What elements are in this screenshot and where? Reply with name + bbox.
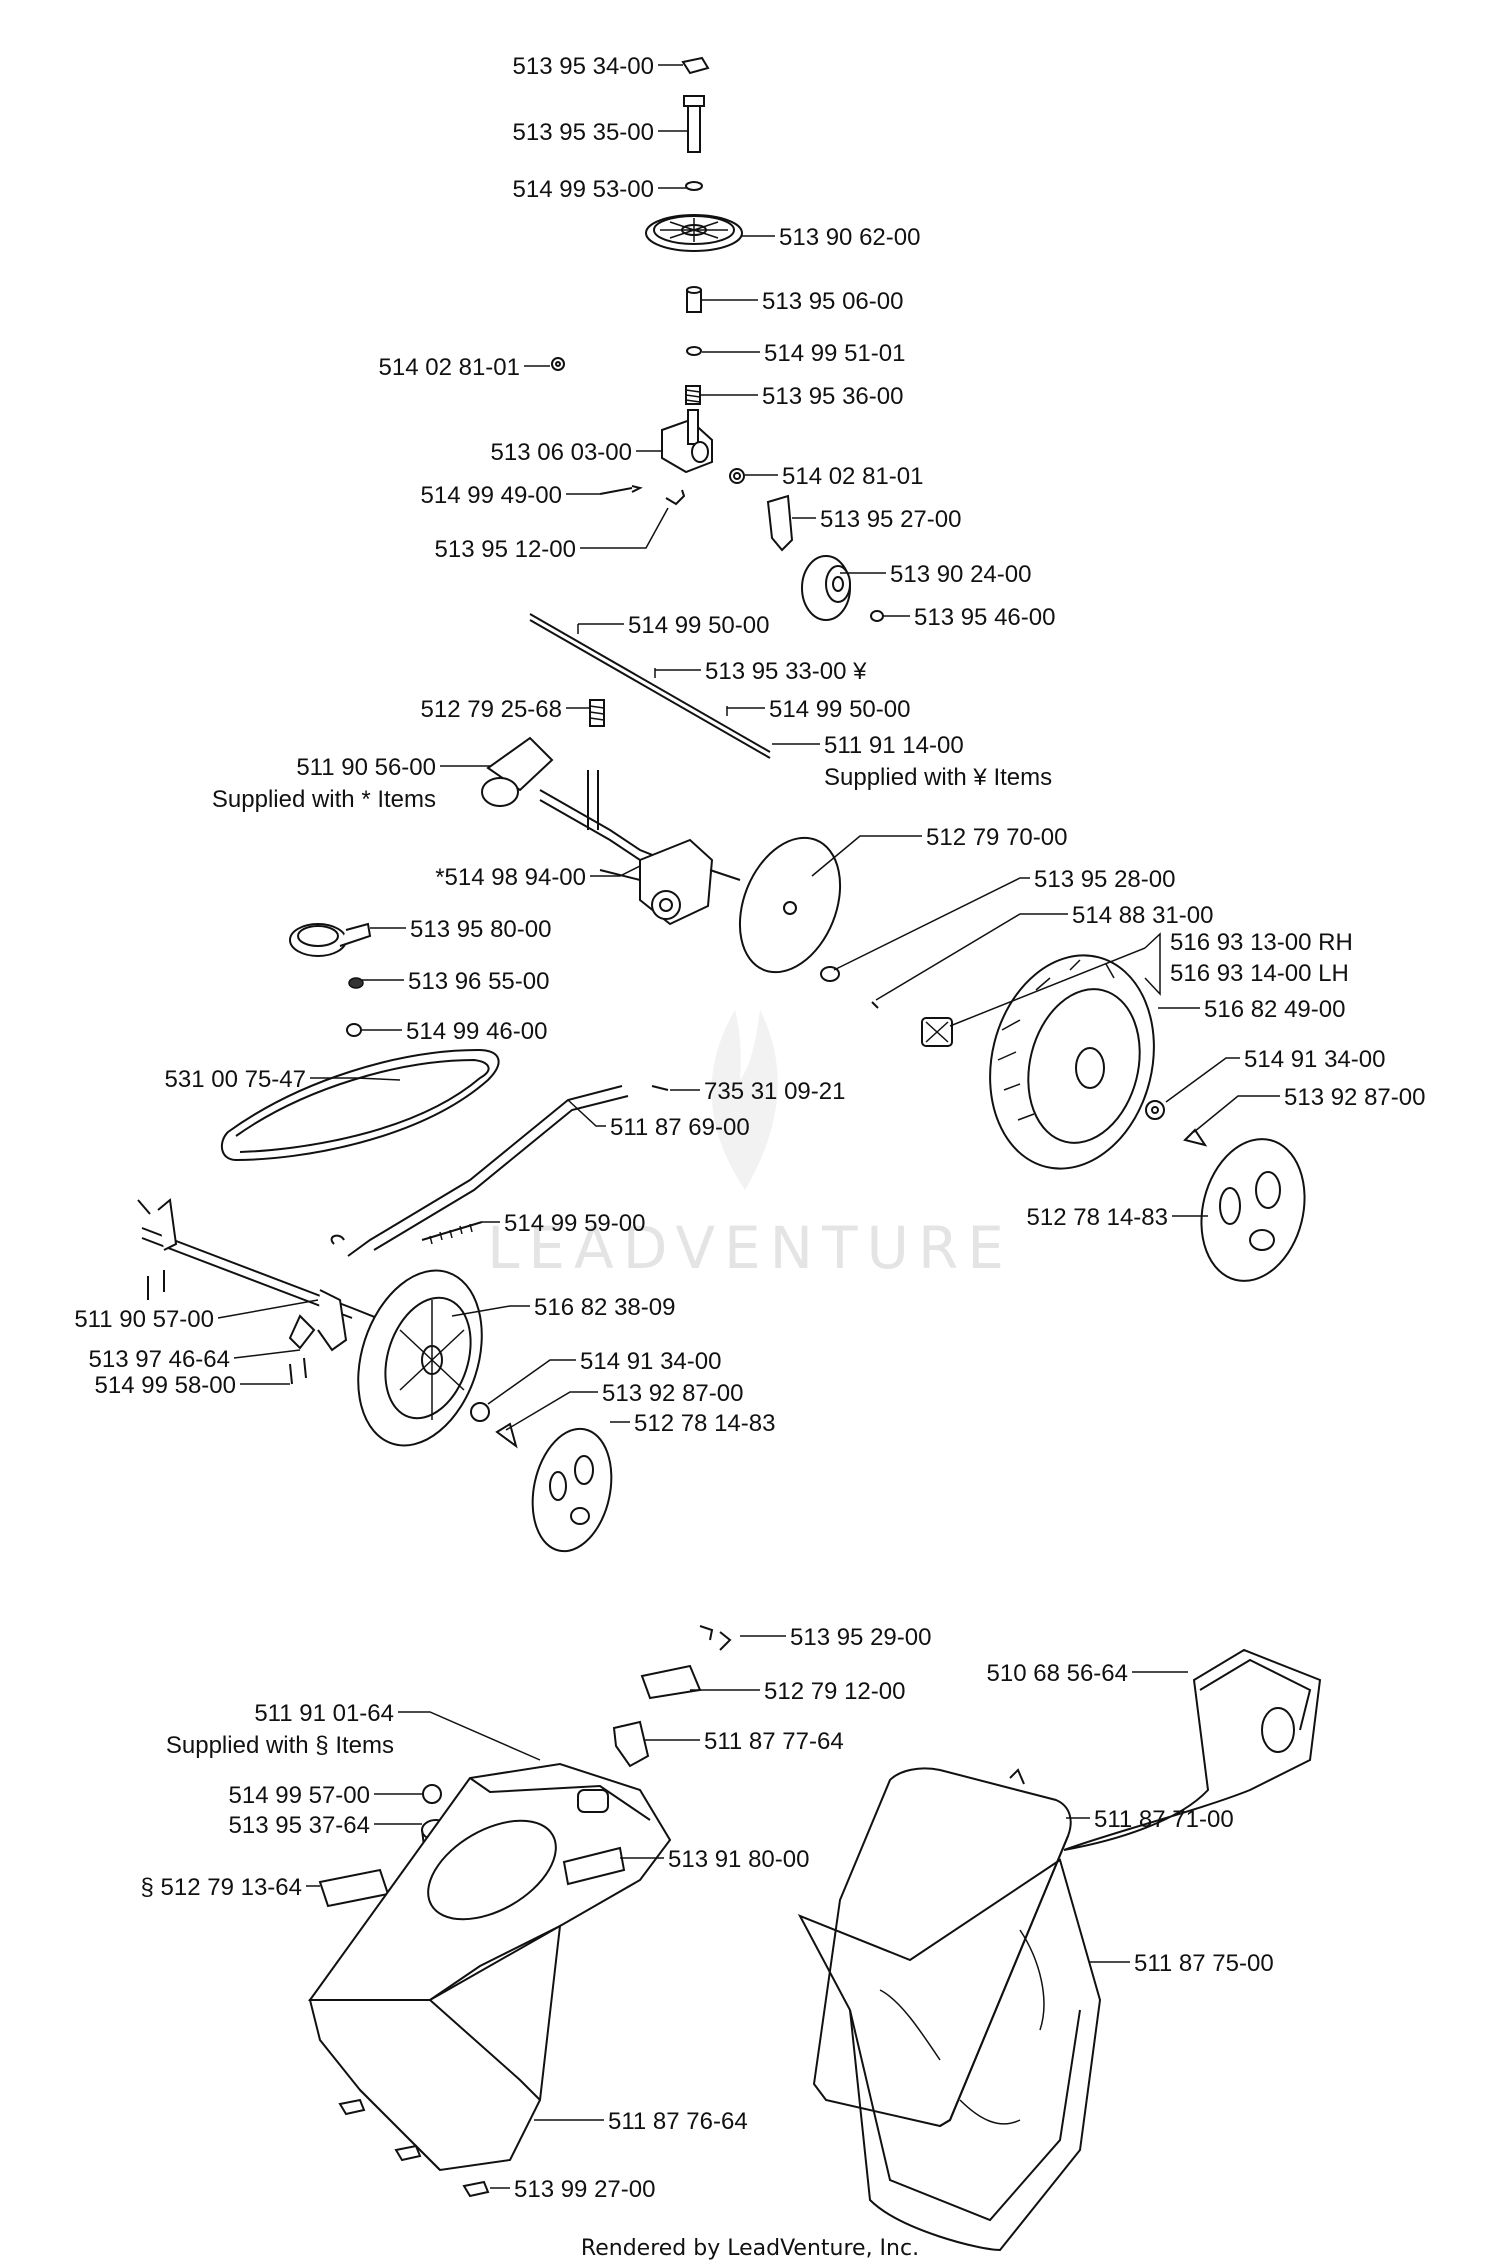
callout: 514 99 49-00 — [421, 482, 562, 509]
callout: 514 99 46-00 — [406, 1018, 547, 1045]
callout: 513 99 27-00 — [514, 2176, 655, 2203]
callout: 514 91 34-00 — [580, 1348, 721, 1375]
callout: 511 90 57-00 — [74, 1306, 214, 1333]
callout: 514 99 53-00 — [513, 176, 654, 203]
callout: 514 99 51-01 — [764, 340, 905, 367]
callout: 514 99 57-00 — [229, 1782, 370, 1809]
callout: 513 95 46-00 — [914, 604, 1055, 631]
callout-labels: 513 95 34-00 513 95 35-00 514 99 53-00 5… — [74, 53, 1425, 2203]
callout: 514 91 34-00 — [1244, 1046, 1385, 1073]
callout: 513 95 37-64 — [229, 1812, 370, 1839]
callout: 511 91 01-64 — [254, 1700, 394, 1727]
callout: 513 95 35-00 — [513, 119, 654, 146]
callout: 513 95 06-00 — [762, 288, 903, 315]
callout: 513 95 27-00 — [820, 506, 961, 533]
callout: 513 97 46-64 — [89, 1346, 230, 1373]
callout: 735 31 09-21 — [704, 1078, 845, 1105]
callout: 516 82 38-09 — [534, 1294, 675, 1321]
callout: 512 79 70-00 — [926, 824, 1067, 851]
callout: 513 95 29-00 — [790, 1624, 931, 1651]
parts-upper — [137, 56, 1306, 1553]
callout: 511 87 75-00 — [1134, 1950, 1274, 1977]
callout: 514 02 81-01 — [782, 463, 923, 490]
callout: 513 92 87-00 — [1284, 1084, 1425, 1111]
callout: 513 95 36-00 — [762, 383, 903, 410]
callout: 513 90 24-00 — [890, 561, 1031, 588]
callout: 513 92 87-00 — [602, 1380, 743, 1407]
callout: 513 96 55-00 — [408, 968, 549, 995]
callout: 513 95 28-00 — [1034, 866, 1175, 893]
callout: 511 87 71-00 — [1094, 1806, 1234, 1833]
callout: Supplied with ¥ Items — [824, 764, 1052, 791]
callout: 513 95 33-00 ¥ — [705, 658, 867, 685]
callout: 511 87 76-64 — [608, 2108, 748, 2135]
callout: 512 78 14-83 — [634, 1410, 775, 1437]
callout: *514 98 94-00 — [435, 864, 586, 891]
callout: 514 99 50-00 — [769, 696, 910, 723]
callout: 516 93 14-00 LH — [1170, 960, 1349, 987]
callout: 513 90 62-00 — [779, 224, 920, 251]
leader-lines — [217, 64, 1280, 2189]
callout: 514 99 50-00 — [628, 612, 769, 639]
watermark-text: LEADVENTURE — [487, 1214, 1013, 1282]
callout: 513 06 03-00 — [491, 439, 632, 466]
callout: 511 87 69-00 — [610, 1114, 750, 1141]
footer-credit: Rendered by LeadVenture, Inc. — [581, 2236, 919, 2261]
callout: 516 93 13-00 RH — [1170, 929, 1353, 956]
callout: 511 91 14-00 — [824, 732, 964, 759]
callout: 511 87 77-64 — [704, 1728, 844, 1755]
callout: Supplied with * Items — [212, 786, 436, 813]
callout: 512 78 14-83 — [1027, 1204, 1168, 1231]
callout: 514 02 81-01 — [379, 354, 520, 381]
callout: 516 82 49-00 — [1204, 996, 1345, 1023]
callout: § 512 79 13-64 — [141, 1874, 302, 1901]
callout: 513 91 80-00 — [668, 1846, 809, 1873]
callout: 513 95 34-00 — [513, 53, 654, 80]
callout: Supplied with § Items — [166, 1732, 394, 1759]
callout: 512 79 25-68 — [421, 696, 562, 723]
callout: 514 88 31-00 — [1072, 902, 1213, 929]
callout: 513 95 80-00 — [410, 916, 551, 943]
callout: 514 99 59-00 — [504, 1210, 645, 1237]
callout: 514 99 58-00 — [95, 1372, 236, 1399]
callout: 510 68 56-64 — [987, 1660, 1128, 1687]
callout: 513 95 12-00 — [435, 536, 576, 563]
watermark-logo — [711, 1010, 778, 1190]
callout: 531 00 75-47 — [165, 1066, 306, 1093]
callout: 511 90 56-00 — [296, 754, 436, 781]
callout: 512 79 12-00 — [764, 1678, 905, 1705]
parts-lower — [308, 1625, 1322, 2252]
